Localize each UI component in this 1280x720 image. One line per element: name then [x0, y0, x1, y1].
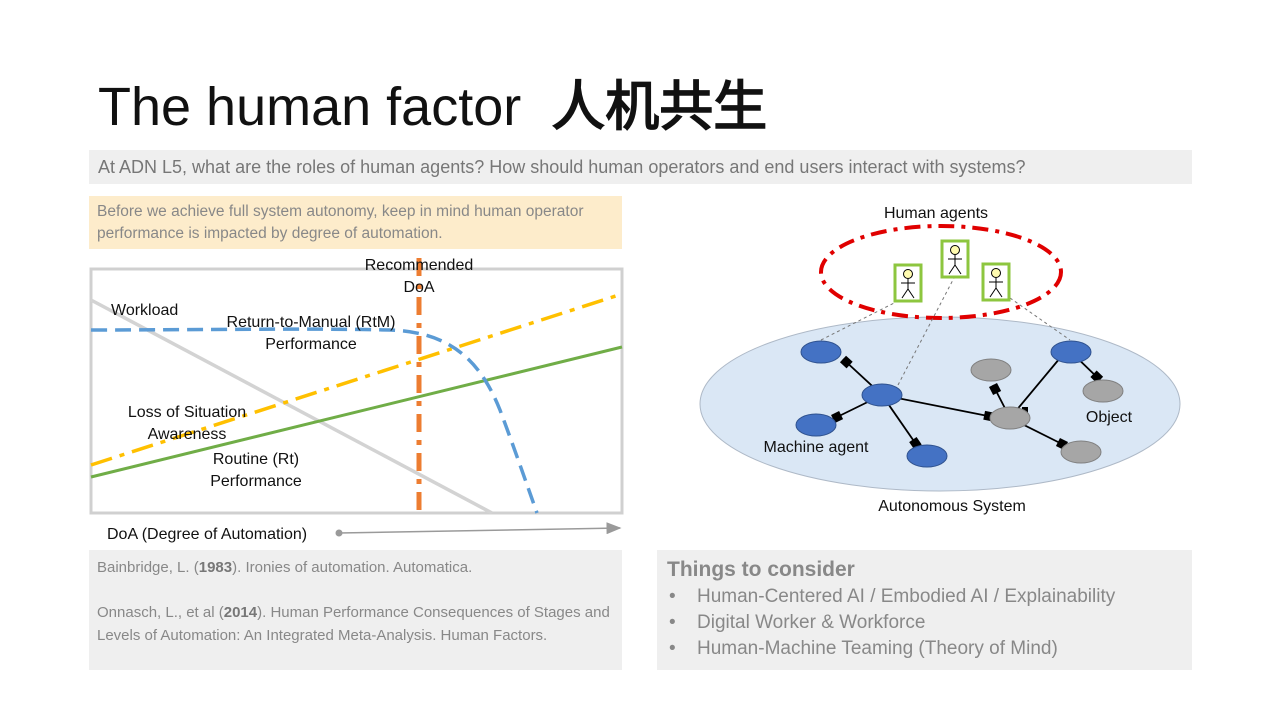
things-to-consider-box: Things to consider Human-Centered AI / E… — [657, 550, 1192, 670]
consider-heading: Things to consider — [667, 558, 855, 581]
routine-label-1: Routine (Rt) — [213, 451, 299, 468]
object-node — [989, 406, 1031, 430]
slide-title: The human factor 人机共生 — [98, 72, 767, 142]
reference-onnasch: Onnasch, L., et al (2014). Human Perform… — [97, 604, 610, 644]
routine-performance-line — [90, 345, 623, 479]
object-node — [970, 358, 1012, 382]
list-item: Human-Machine Teaming (Theory of Mind) — [669, 636, 1182, 662]
autonomous-system-label: Autonomous System — [878, 498, 1026, 515]
machine-agent-node — [861, 383, 903, 407]
rtm-label-2: Performance — [265, 336, 357, 353]
chart-frame — [89, 267, 624, 515]
object-label: Object — [1086, 409, 1133, 426]
reference-bainbridge: Bainbridge, L. (1983). Ironies of automa… — [97, 559, 473, 576]
machine-agent-node — [906, 444, 948, 468]
losa-label-1: Loss of Situation — [128, 404, 246, 421]
list-item: Human-Centered AI / Embodied AI / Explai… — [669, 584, 1182, 610]
x-axis-label: DoA (Degree of Automation) — [107, 526, 307, 543]
human-agent-icon — [981, 262, 1011, 302]
object-node — [1082, 379, 1124, 403]
machine-agent-node — [800, 340, 842, 364]
system-diagram: Human agents Machine agent Object Autono… — [699, 205, 1181, 515]
machine-agent-label: Machine agent — [764, 439, 870, 456]
question-banner: At ADN L5, what are the roles of human a… — [89, 150, 1192, 184]
workload-label: Workload — [111, 302, 178, 319]
human-agent-icon — [940, 239, 970, 279]
references-box: Bainbridge, L. (1983). Ironies of automa… — [89, 550, 622, 670]
doa-chart: Recommended DoA Workload Return-to-Manua… — [89, 257, 624, 543]
x-axis-arrow — [338, 522, 622, 535]
human-agents-label: Human agents — [884, 205, 988, 222]
routine-label-2: Performance — [210, 473, 302, 490]
title-text: The human factor — [98, 77, 522, 137]
human-link-3 — [1009, 297, 1071, 341]
list-item: Digital Worker & Workforce — [669, 610, 1182, 636]
workload-line — [90, 298, 493, 515]
human-link-2 — [897, 275, 956, 386]
human-agent-icon — [893, 263, 923, 303]
rtm-performance-curve — [90, 327, 539, 514]
losa-label-2: Awareness — [148, 426, 227, 443]
rtm-label-1: Return-to-Manual (RtM) — [227, 314, 396, 331]
machine-agent-node — [795, 413, 837, 437]
automation-note: Before we achieve full system autonomy, … — [89, 196, 622, 249]
title-cjk: 人机共生 — [551, 75, 768, 138]
human-agents-circle — [819, 224, 1063, 320]
object-node — [1060, 440, 1102, 464]
machine-agent-node — [1050, 340, 1092, 364]
consider-list: Human-Centered AI / Embodied AI / Explai… — [667, 584, 1182, 662]
recommended-label-1: Recommended — [365, 257, 474, 274]
human-link-1 — [820, 299, 901, 341]
recommended-label-2: DoA — [403, 279, 434, 296]
situation-awareness-line — [90, 292, 623, 467]
